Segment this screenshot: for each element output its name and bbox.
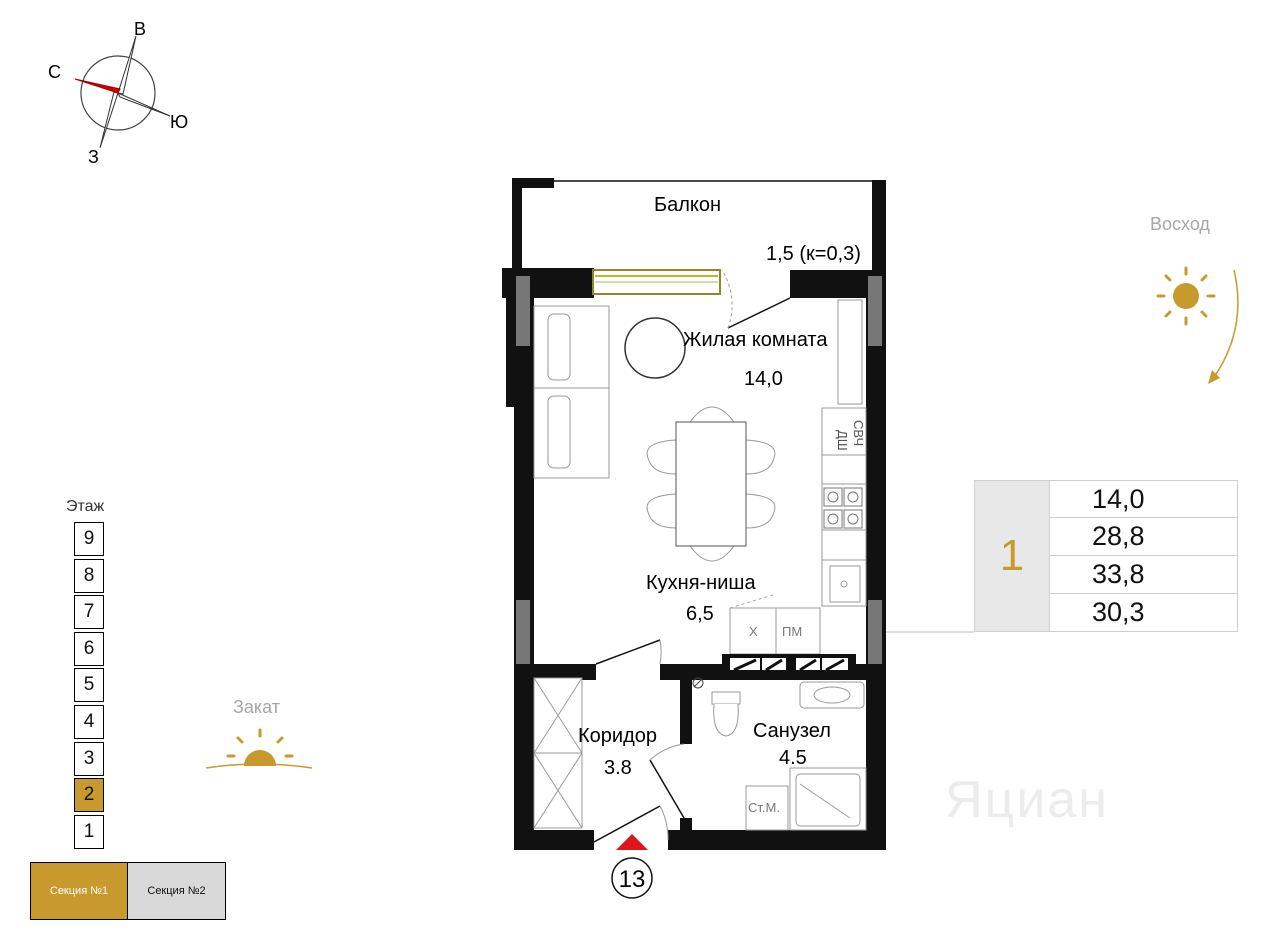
balcony-name: Балкон (654, 194, 721, 216)
apartment-number-badge (611, 857, 653, 899)
compass: С В Ю З (48, 19, 188, 167)
floor-button-8[interactable]: 8 (74, 558, 104, 593)
floor-button-2[interactable]: 2 (74, 778, 104, 813)
room-count: 1 (974, 480, 1050, 632)
wardrobe (533, 677, 583, 829)
sunset-label: Закат (233, 697, 281, 717)
sunset-icon (205, 728, 313, 769)
floor-button-7[interactable]: 7 (74, 595, 104, 630)
floor-button-4[interactable]: 4 (74, 704, 104, 739)
sofa (533, 305, 610, 479)
compass-south-label: Ю (170, 112, 188, 132)
compass-west-label: З (88, 147, 99, 167)
bathroom-fixtures (711, 681, 867, 831)
living-room-area: 14,0 (744, 368, 783, 390)
kitchen-counter (821, 299, 867, 607)
dining-set (646, 406, 776, 562)
floor-button-6[interactable]: 6 (74, 631, 104, 666)
living-room-name: Жилая комната (683, 329, 828, 351)
corridor-area: 3.8 (604, 757, 632, 779)
compass-east-label: В (134, 19, 146, 39)
section-tab-1[interactable]: Секция №1 (30, 862, 128, 920)
area-value-1: 14,0 (1050, 480, 1238, 518)
bathroom-area: 4.5 (779, 747, 807, 769)
sunrise-label: Восход (1150, 214, 1210, 234)
entrance-marker (616, 834, 648, 850)
floor-button-3[interactable]: 3 (74, 741, 104, 776)
fridge-label: Х (749, 624, 758, 639)
dish-machine-label: ПМ (782, 624, 802, 639)
washer-label: Ст.М. (748, 800, 780, 815)
watermark: Яциан (945, 771, 1110, 829)
balcony-area: 1,5 (к=0,3) (766, 243, 861, 265)
balcony-walls (512, 178, 886, 273)
corridor-name: Коридор (578, 725, 657, 747)
floor-button-5[interactable]: 5 (74, 668, 104, 703)
round-table (624, 317, 686, 379)
area-value-2: 28,8 (1050, 518, 1238, 556)
floor-selector-title: Этаж (66, 498, 105, 515)
dishwasher-label: ДШ (835, 430, 850, 451)
floor-button-1[interactable]: 1 (74, 814, 104, 849)
area-value-3: 33,8 (1050, 556, 1238, 594)
kitchen-area: 6,5 (686, 603, 714, 625)
section-tab-2[interactable]: Секция №2 (128, 862, 226, 920)
apartment-number: 13 (619, 866, 646, 893)
microwave-label: СВЧ (851, 420, 866, 446)
kitchen-name: Кухня-ниша (646, 572, 756, 594)
bathroom-name: Санузел (753, 720, 831, 742)
floor-button-9[interactable]: 9 (74, 522, 104, 556)
compass-north-label: С (48, 62, 61, 82)
area-value-4: 30,3 (1050, 594, 1238, 632)
ventilation-block (722, 654, 856, 674)
apartment-walls (502, 268, 886, 850)
sunrise-icon (1156, 266, 1239, 384)
